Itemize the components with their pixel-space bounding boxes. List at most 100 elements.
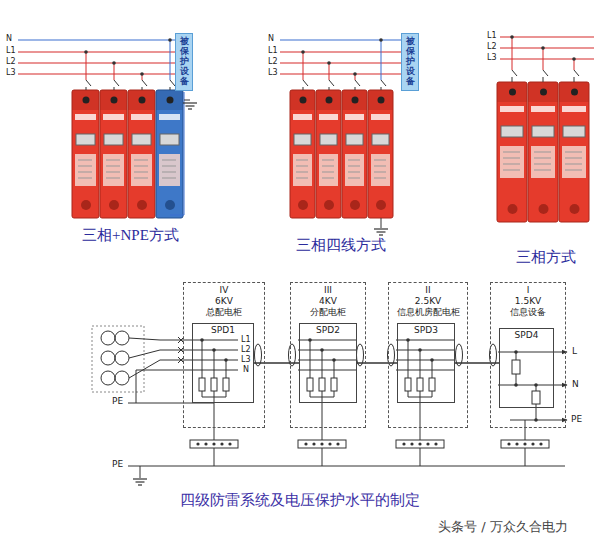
module-body xyxy=(290,90,315,218)
module-top xyxy=(497,82,527,102)
power-wire xyxy=(18,62,175,63)
earth-wire xyxy=(322,397,323,440)
varistor-symbol xyxy=(417,378,423,391)
faceplate-print xyxy=(134,166,148,167)
mode-caption: 三相+NPE方式 xyxy=(82,228,179,243)
status-window xyxy=(132,134,151,145)
status-window xyxy=(532,126,554,137)
terminal-screw xyxy=(508,204,518,214)
faceplate-print xyxy=(296,166,308,167)
earth-bar-bolt xyxy=(212,442,215,445)
drop-wire xyxy=(381,40,382,80)
cable-connector xyxy=(254,362,299,364)
protection-level-zone: I1.5KV信息设备SPD4 xyxy=(490,282,566,428)
power-wire xyxy=(500,58,594,59)
earth-bar-bolt xyxy=(312,442,315,445)
module-tag xyxy=(293,114,312,120)
drop-wire xyxy=(86,52,87,80)
spd-module xyxy=(72,90,99,218)
module-tag xyxy=(159,114,180,120)
drop-wire xyxy=(329,63,330,80)
module-tag xyxy=(562,106,586,112)
terminal-screw xyxy=(376,200,386,210)
breaker-switch xyxy=(303,80,308,86)
faceplate-print xyxy=(322,172,334,173)
spd-module xyxy=(100,90,127,218)
terminal-label: L2 xyxy=(241,346,251,354)
module-top xyxy=(528,82,558,102)
junction-dot xyxy=(140,72,144,76)
terminal-screw xyxy=(137,200,147,210)
wire-label: L1 xyxy=(268,47,278,55)
earth-bar xyxy=(190,440,238,448)
junction-dot xyxy=(418,348,422,352)
terminal-screw xyxy=(324,200,334,210)
earth-bar-bolt xyxy=(515,442,518,445)
transformer-coil xyxy=(101,351,115,365)
faceplate-print xyxy=(534,170,551,171)
earth-wire xyxy=(420,448,421,466)
module-top xyxy=(156,90,183,110)
faceplate-print xyxy=(565,158,582,159)
tap-wire xyxy=(322,350,323,378)
ground-bus xyxy=(128,466,565,467)
wire-label: L1 xyxy=(487,32,497,40)
breaker-switch xyxy=(512,70,517,76)
spd-box: SPD2 xyxy=(299,323,357,403)
tap-wire xyxy=(310,340,311,378)
feeder-wire xyxy=(396,370,454,371)
status-window xyxy=(104,134,123,145)
module-faceplate xyxy=(103,154,124,186)
module-top xyxy=(368,90,393,110)
output-wire xyxy=(498,385,567,386)
protection-level-zone: II2.5KV信息机房配电柜SPD3 xyxy=(388,282,468,428)
earth-bar-bolt xyxy=(320,442,323,445)
junction-dot xyxy=(224,358,228,362)
feeder-wire xyxy=(396,340,454,341)
earth-bar-bolt xyxy=(539,442,542,445)
junction-dot xyxy=(406,338,410,342)
earth-wire xyxy=(322,448,323,466)
terminal-label: PE xyxy=(571,415,582,424)
breaker-switch xyxy=(114,80,119,86)
drop-wire xyxy=(329,87,330,90)
faceplate-print xyxy=(134,172,148,173)
earth-bar-bolt xyxy=(304,442,307,445)
earth-wire xyxy=(525,448,526,466)
faceplate-print xyxy=(78,172,92,173)
faceplate-print xyxy=(78,160,92,161)
feeder-wire xyxy=(136,370,160,371)
faceplate-print xyxy=(134,178,148,179)
power-wire xyxy=(500,47,594,48)
tap-wire xyxy=(226,360,227,378)
module-body xyxy=(128,90,155,218)
faceplate-print xyxy=(162,178,176,179)
earth-bar-bolt xyxy=(418,442,421,445)
wire-label: L2 xyxy=(268,58,278,66)
drop-wire xyxy=(303,52,304,80)
wire-label: L3 xyxy=(268,69,278,77)
feeder-wire xyxy=(160,340,238,341)
module-body xyxy=(342,90,367,218)
junction-dot xyxy=(353,72,357,76)
transformer-coil xyxy=(115,351,129,365)
module-tag xyxy=(319,114,338,120)
feeder-wire xyxy=(298,370,356,371)
earth-bar-bolt xyxy=(196,442,199,445)
earth-bar-bolt xyxy=(426,442,429,445)
junction-dot xyxy=(514,350,518,354)
spd-name: SPD1 xyxy=(211,325,235,336)
ground-symbol xyxy=(188,108,192,109)
feeder-wire xyxy=(298,360,356,361)
faceplate-print xyxy=(106,172,120,173)
transformer-coil xyxy=(115,371,129,385)
tap-wire xyxy=(408,340,409,378)
spd-module xyxy=(559,82,589,222)
junction-dot xyxy=(534,418,538,422)
module-faceplate xyxy=(75,154,96,186)
equipment-box: 被保护设备 xyxy=(175,33,193,91)
drop-wire xyxy=(142,87,143,90)
faceplate-print xyxy=(374,172,386,173)
terminal-label: L xyxy=(572,347,577,356)
